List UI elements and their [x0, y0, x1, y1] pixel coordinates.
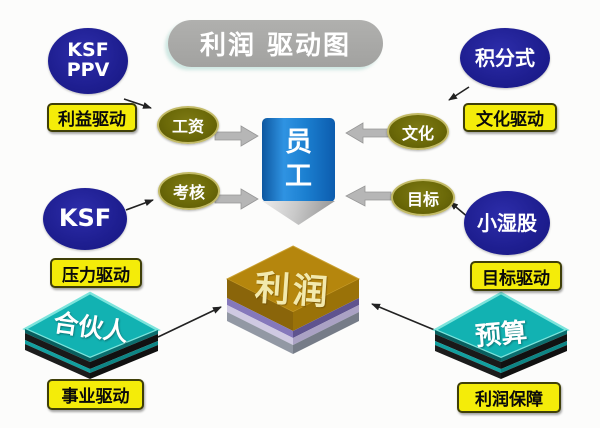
block-arrow-assessment-to-employee — [214, 188, 259, 210]
tag-profit-guarantee-label: 利润保障 — [475, 390, 543, 410]
tag-culture-driven-label: 文化驱动 — [476, 110, 544, 130]
budget-stack — [432, 291, 570, 379]
arrow-ksfppv-to-salary — [123, 98, 152, 109]
node-ksf-ppv: KSF PPV — [48, 28, 128, 94]
node-ksf-label: KSF — [58, 204, 112, 233]
tag-pressure-driven-label: 压力驱动 — [62, 265, 130, 286]
factor-culture: 文化 — [387, 113, 449, 150]
employee-label-line1: 员 — [285, 127, 312, 159]
block-arrow-salary-to-employee — [214, 125, 259, 147]
diagram-title-banner: 利润 驱动图 — [168, 20, 383, 67]
profit-stack — [225, 245, 361, 354]
block-arrow-culture-to-employee — [345, 122, 390, 144]
factor-goal-label: 目标 — [406, 189, 439, 209]
factor-salary-label: 工资 — [171, 117, 204, 136]
arrow-budget-to-profit — [371, 303, 438, 332]
node-small-wet-share-label: 小湿股 — [477, 210, 537, 235]
tag-career-driven: 事业驱动 — [47, 379, 144, 410]
node-small-wet-share: 小湿股 — [464, 191, 550, 255]
factor-goal: 目标 — [391, 179, 455, 216]
profit-label-text: 利润 — [253, 268, 333, 314]
factor-assessment-label: 考核 — [172, 183, 205, 202]
factor-assessment: 考核 — [158, 172, 220, 210]
factor-salary: 工资 — [157, 106, 219, 144]
tag-benefit-driven: 利益驱动 — [47, 103, 137, 132]
node-ksf-ppv-line1: KSF — [67, 39, 109, 62]
profit-label: 利润 — [231, 258, 354, 317]
arrow-ksf-to-assessment — [125, 199, 154, 211]
factor-culture-label: 文化 — [401, 123, 434, 143]
tag-culture-driven: 文化驱动 — [463, 103, 557, 132]
employee-node: 员 工 — [262, 118, 335, 202]
node-ksf-ppv-line2: PPV — [66, 59, 110, 81]
arrow-partner-to-profit — [157, 306, 222, 338]
tag-goal-driven: 目标驱动 — [470, 261, 562, 291]
diagram-title: 利润 驱动图 — [199, 31, 352, 61]
node-budget-label: 预算 — [473, 317, 529, 353]
partner-stack — [22, 291, 161, 379]
tag-goal-driven-label: 目标驱动 — [482, 268, 550, 289]
node-points-system: 积分式 — [460, 28, 550, 88]
arrow-points-to-culture — [448, 86, 470, 101]
node-ksf: KSF — [43, 188, 127, 250]
employee-label-line2: 工 — [285, 161, 312, 192]
block-arrow-goal-to-employee — [345, 185, 392, 207]
node-points-system-label: 积分式 — [475, 45, 535, 70]
tag-pressure-driven: 压力驱动 — [50, 258, 142, 288]
tag-profit-guarantee: 利润保障 — [457, 382, 561, 413]
tag-benefit-driven-label: 利益驱动 — [58, 110, 126, 130]
tag-career-driven-label: 事业驱动 — [61, 387, 130, 407]
